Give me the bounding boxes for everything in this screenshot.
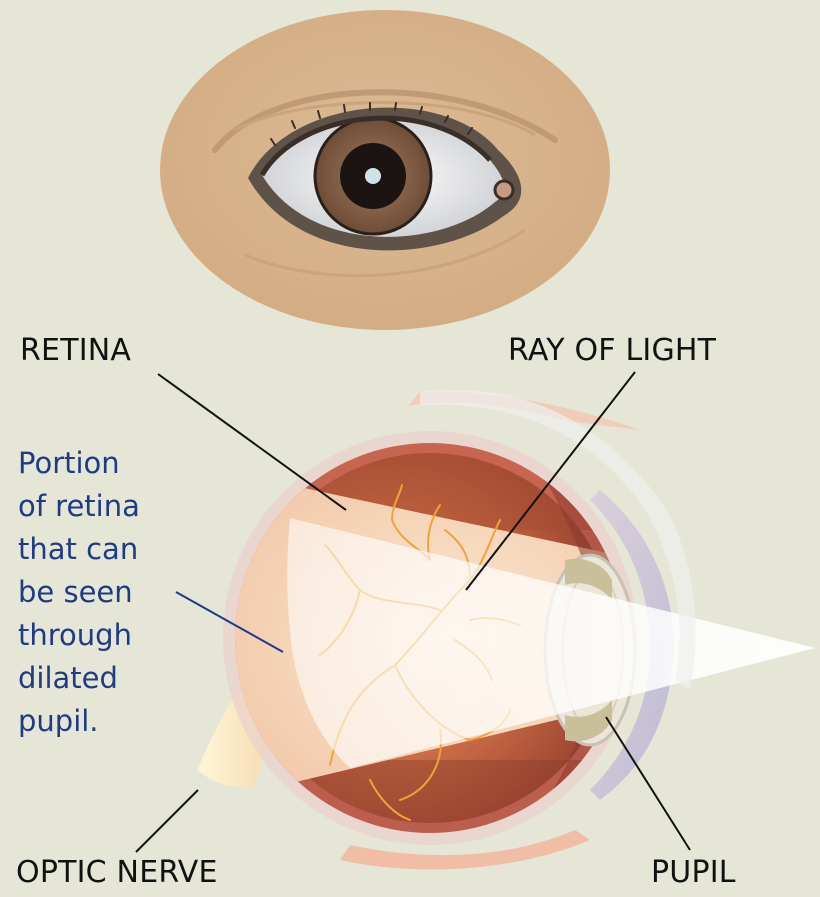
- annotation-line: pupil.: [18, 700, 198, 743]
- annotation-line: of retina: [18, 485, 198, 528]
- label-optic-nerve: OPTIC NERVE: [16, 858, 218, 888]
- tear-duct: [495, 181, 513, 199]
- optic-nerve-leader: [136, 790, 198, 852]
- label-pupil: PUPIL: [651, 858, 736, 888]
- retina-portion-annotation: Portion of retina that can be seen throu…: [18, 442, 198, 743]
- label-ray-of-light: RAY OF LIGHT: [508, 336, 716, 366]
- annotation-line: through: [18, 614, 198, 657]
- annotation-line: dilated: [18, 657, 198, 700]
- annotation-line: Portion: [18, 442, 198, 485]
- annotation-line: that can: [18, 528, 198, 571]
- annotation-line: be seen: [18, 571, 198, 614]
- eye-highlight: [365, 168, 381, 184]
- label-retina: RETINA: [20, 336, 131, 366]
- frontal-eye: [160, 10, 610, 330]
- eye-cross-section: [198, 390, 815, 870]
